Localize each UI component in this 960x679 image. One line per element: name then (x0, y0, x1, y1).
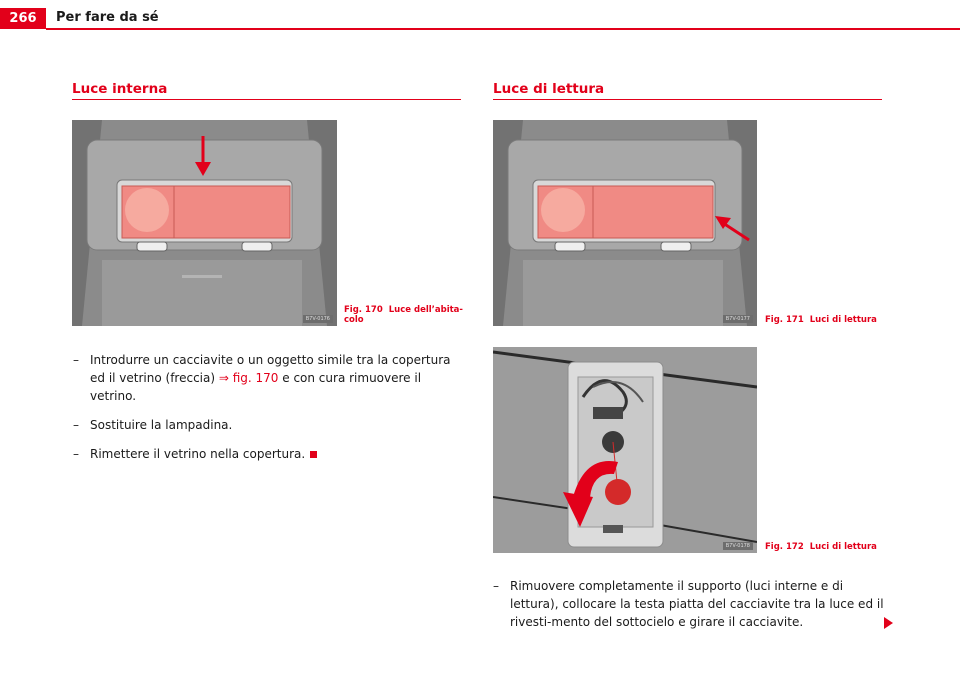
figure-number: Fig. 170 (344, 305, 383, 315)
page-number: 266 (0, 8, 46, 29)
section-rule-right (493, 99, 882, 100)
step-item: – Rimuovere completamente il supporto (l… (493, 579, 884, 629)
figure-code: B7V-0176 (302, 315, 333, 323)
section-rule-left (72, 99, 461, 100)
figure-caption: Luci di lettura (809, 542, 877, 552)
header-rule (46, 28, 960, 30)
chapter-title: Per fare da sé (56, 10, 159, 25)
figure-caption-line2: colo (344, 315, 364, 325)
figure-170-caption: Fig. 170 Luce dell’abita- colo (344, 305, 463, 325)
figure-171-photo: B7V-0177 (493, 120, 757, 326)
figure-link[interactable]: ⇒ fig. 170 (218, 371, 279, 385)
figure-172-photo: B7V-0178 (493, 347, 757, 553)
section-title-luce-interna: Luce interna (72, 81, 168, 97)
step-item: – Sostituire la lampadina. (73, 418, 233, 432)
figure-number: Fig. 171 (765, 315, 804, 325)
steps-left: – Introdurre un cacciavite o un oggetto … (73, 351, 465, 474)
step-item: – Rimettere il vetrino nella copertura. (73, 445, 465, 463)
figure-code: B7V-0178 (722, 542, 753, 550)
figure-code: B7V-0177 (722, 315, 753, 323)
continue-arrow-icon (884, 617, 893, 629)
steps-right: – Rimuovere completamente il supporto (l… (493, 577, 888, 642)
figure-170-photo: B7V-0176 (72, 120, 337, 326)
step-item: – Introdurre un cacciavite o un oggetto … (73, 353, 451, 403)
figure-caption: Luci di lettura (809, 315, 877, 325)
page-header: 266 Per fare da sé (0, 0, 960, 30)
end-marker-icon (310, 451, 318, 458)
figure-172-caption: Fig. 172 Luci di lettura (765, 542, 877, 552)
figure-171-caption: Fig. 171 Luci di lettura (765, 315, 877, 325)
figure-number: Fig. 172 (765, 542, 804, 552)
figure-caption-line1: Luce dell’abita- (388, 305, 463, 315)
section-title-luce-lettura: Luce di lettura (493, 81, 605, 97)
